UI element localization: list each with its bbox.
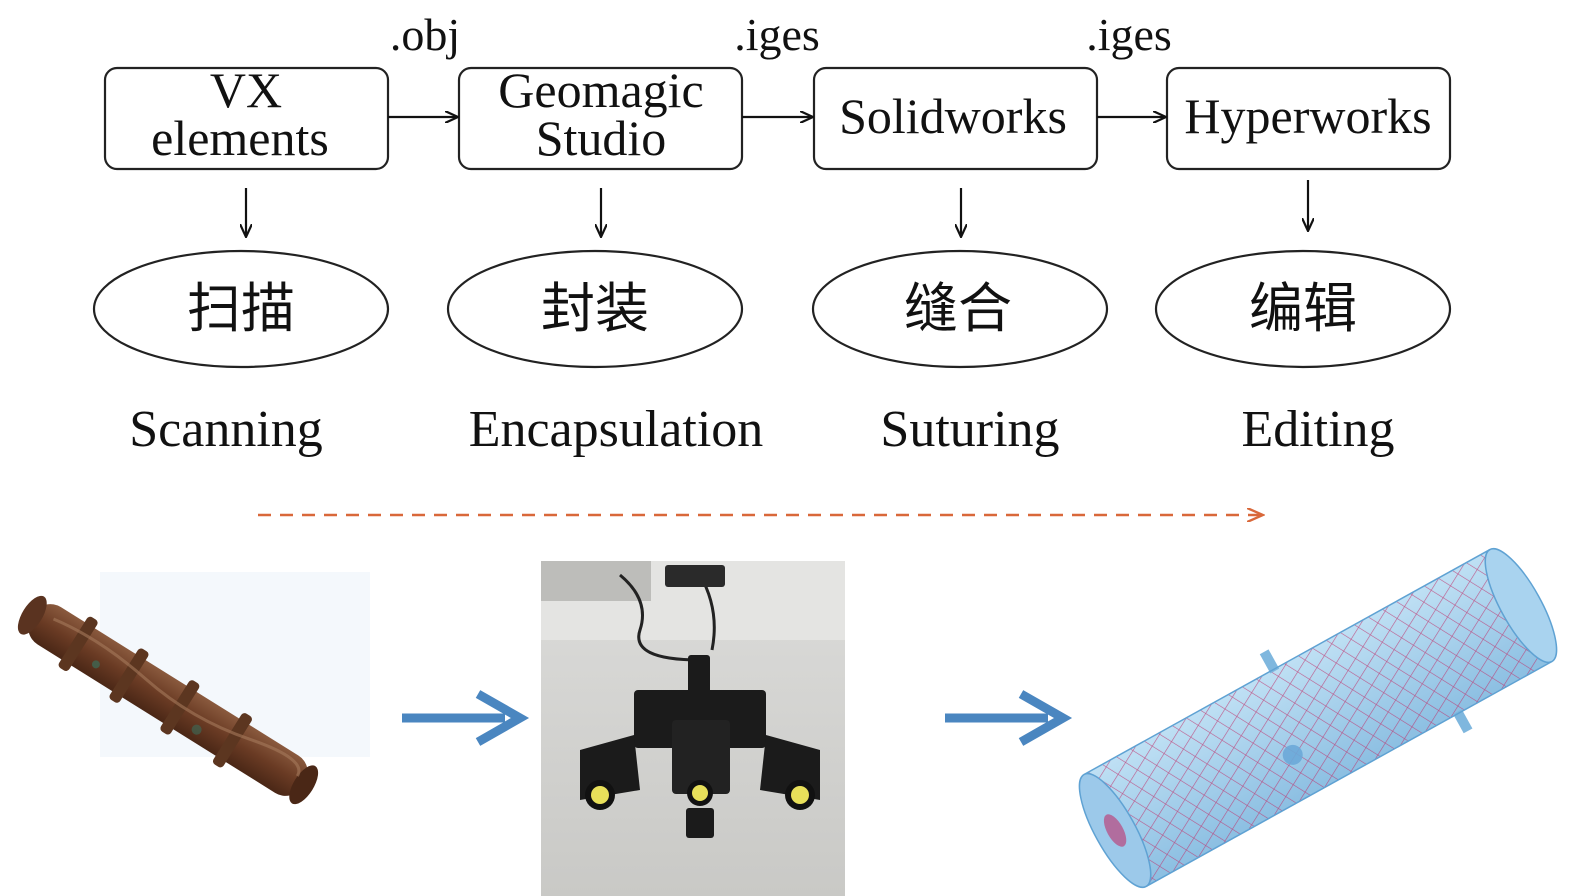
step-en-label: Suturing [880,401,1059,458]
step-en-label: Scanning [129,401,323,458]
branch-photo [17,572,370,805]
step-en-label: Editing [1241,401,1394,458]
step-cn-label: 编辑 [1249,279,1357,339]
blue-flow-arrow [402,690,530,746]
tool-label-line: Solidworks [839,88,1067,144]
tool-box-geomagic-studio: Geomagic Studio [457,62,744,171]
tool-label-line: Hyperworks [1184,88,1431,144]
step-cn-label: 扫描 [187,279,295,339]
tool-label-line: Geomagic [498,62,703,118]
step-encapsulation: 封装 [446,249,744,369]
tool-box-solidworks: Solidworks [812,66,1099,171]
step-scanning: 扫描 [92,249,390,369]
step-cn-label: 缝合 [904,279,1012,339]
blue-flow-arrow [945,690,1073,746]
tool-box-hyperworks: Hyperworks [1165,66,1452,171]
mesh-model [1078,547,1558,889]
tool-box-vx-elements: VX elements [103,62,390,171]
tool-label-line: elements [151,110,329,166]
format-label: .iges [1086,9,1172,60]
tool-label-line: Studio [536,110,667,166]
step-en-label: Encapsulation [469,401,764,458]
3d-scanner-photo [541,561,845,896]
step-editing: 编辑 [1154,249,1452,369]
step-suturing: 缝合 [811,249,1109,369]
step-cn-label: 封装 [541,279,649,339]
format-label: .iges [734,9,820,60]
tool-label-line: VX [210,62,282,118]
format-label: .obj [390,9,460,60]
